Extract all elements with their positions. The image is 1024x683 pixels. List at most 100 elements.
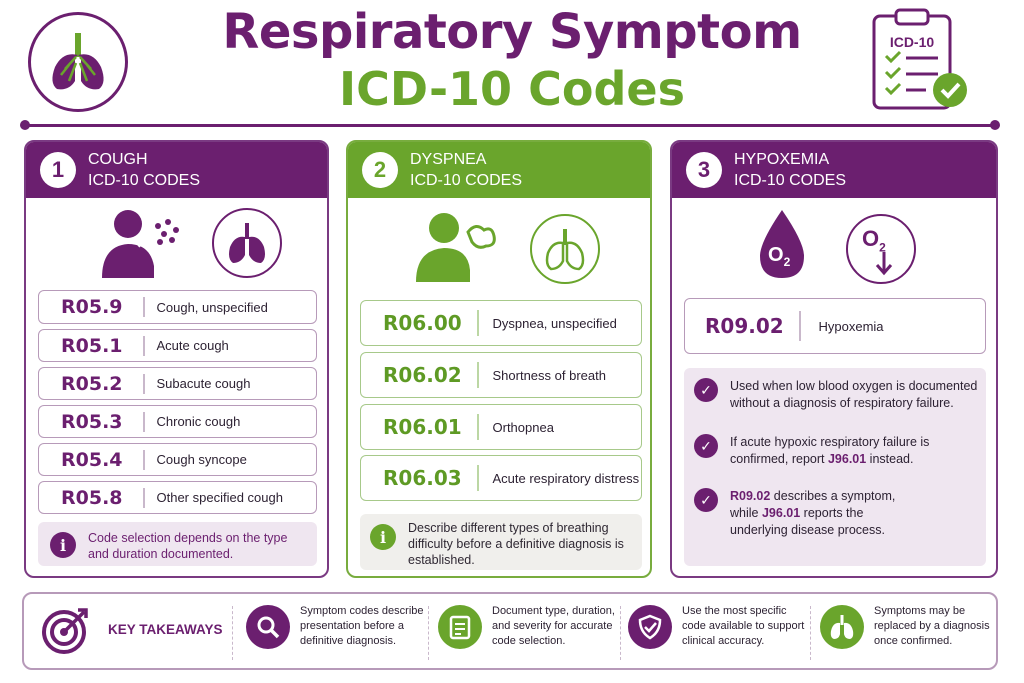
o2-label: O [768,244,784,266]
code-description: Shortness of breath [492,367,606,383]
icd-code: R05.3 [61,410,123,433]
guidance-text: reports the underlying disease process. [730,506,885,537]
panel-title: COUGH [88,151,148,168]
code-description: Cough syncope [156,452,247,467]
page-title: Respiratory Symptom [222,4,802,60]
icd-code: R06.01 [383,415,462,439]
code-reference: J96.01 [827,452,867,466]
clipboard-label: ICD-10 [889,34,935,50]
oxygen-down-icon: O2 [846,214,916,284]
icd-code: R05.2 [61,372,123,395]
guidance-item: ✓ If acute hypoxic respiratory failure i… [694,434,978,468]
header-divider [20,120,1000,130]
takeaway-item: Symptoms may be replaced by a diagnosis … [820,604,990,649]
panel-number-badge: 2 [362,152,398,188]
panel-title: HYPOXEMIA [734,151,830,168]
o2-sub: 2 [783,255,791,269]
icd-code: R05.8 [61,486,123,509]
panel-subtitle: ICD-10 CODES [88,172,201,189]
panel-number-badge: 1 [40,152,76,188]
key-takeaways-bar: KEY TAKEAWAYS Symptom codes describe pre… [22,592,998,670]
code-row-r05-1: R05.1 Acute cough [38,329,317,362]
takeaway-text: Symptom codes describe presentation befo… [300,605,424,647]
code-row-r05-8: R05.8 Other specified cough [38,481,317,514]
lungs-icon [820,604,864,649]
code-row-r05-2: R05.2 Subacute cough [38,367,317,400]
key-takeaways-label: KEY TAKEAWAYS [108,622,223,637]
icd-code: R05.9 [61,296,123,318]
takeaway-item: Document type, duration, and severity fo… [438,604,618,649]
panel-subtitle: ICD-10 CODES [734,172,847,189]
hypoxemia-panel: 3 HYPOXEMIA ICD-10 CODES O2 O2 R09.02 Hy… [670,140,998,578]
note-text: Code selection depends on the type and d… [88,531,288,561]
code-row-r06-01: R06.01 Orthopnea [360,404,642,450]
code-description: Acute cough [156,338,229,353]
guidance-text: describes a symptom, while [730,489,896,520]
takeaway-text: Use the most specific code available to … [682,605,805,647]
icd-code: R06.03 [383,466,462,490]
code-description: Orthopnea [492,419,554,435]
cough-panel: 1 COUGH ICD-10 CODES R05.9 Cough, unspec… [24,140,329,578]
hypoxemia-panel-header: 3 HYPOXEMIA ICD-10 CODES [672,142,996,198]
person-breathing-icon [412,208,496,287]
cough-panel-header: 1 COUGH ICD-10 CODES [26,142,327,198]
icd-code: R05.4 [61,448,123,471]
check-icon: ✓ [694,378,718,402]
check-icon: ✓ [694,434,718,458]
code-row-r05-3: R05.3 Chronic cough [38,405,317,438]
panel-subtitle: ICD-10 CODES [410,172,523,189]
guidance-text: If acute hypoxic respiratory failure is … [730,435,930,466]
code-row-r06-02: R06.02 Shortness of breath [360,352,642,398]
code-description: Acute respiratory distress [492,470,640,486]
shield-check-icon [628,604,672,649]
code-reference: R09.02 [730,489,771,503]
lungs-icon [212,208,282,278]
dyspnea-note: i Describe different types of breathing … [360,514,642,570]
icd-code: R06.02 [383,363,462,387]
takeaway-item: Symptom codes describe presentation befo… [246,604,426,649]
lungs-icon [530,214,600,284]
lungs-logo-icon [28,12,128,112]
code-row-r05-4: R05.4 Cough syncope [38,443,317,476]
dyspnea-panel-header: 2 DYSPNEA ICD-10 CODES [348,142,650,198]
panel-title: DYSPNEA [410,151,487,168]
checklist-icon [438,604,482,649]
note-text: Describe different types of breathing di… [408,521,624,567]
panel-number-badge: 3 [686,152,722,188]
clipboard-icon: ICD-10 [866,6,976,114]
check-icon: ✓ [694,488,718,512]
info-icon: i [50,532,76,558]
code-description: Hypoxemia [818,318,884,334]
hypoxemia-guidance: ✓ Used when low blood oxygen is document… [684,368,986,566]
target-icon [40,604,92,661]
magnifier-icon [246,604,290,649]
icd-code: R06.00 [383,311,462,335]
cough-note: i Code selection depends on the type and… [38,522,317,566]
code-description: Other specified cough [156,490,283,505]
guidance-text: Used when low blood oxygen is documented… [730,379,978,410]
code-description: Dyspnea, unspecified [492,315,617,331]
guidance-item: ✓ Used when low blood oxygen is document… [694,378,978,412]
code-row-r06-00: R06.00 Dyspnea, unspecified [360,300,642,346]
o2-label: O [862,226,880,251]
icd-code: R09.02 [705,314,784,338]
code-reference: J96.01 [761,506,801,520]
code-description: Cough, unspecified [156,299,268,315]
code-row-r09-02: R09.02 Hypoxemia [684,298,986,354]
guidance-item: ✓ R09.02 describes a symptom, while J96.… [694,488,914,539]
takeaway-text: Symptoms may be replaced by a diagnosis … [874,605,990,647]
dyspnea-panel: 2 DYSPNEA ICD-10 CODES R06.00 Dyspnea, u… [346,140,652,578]
o2-sub: 2 [879,240,886,255]
takeaway-item: Use the most specific code available to … [628,604,810,649]
info-icon: i [370,524,396,550]
takeaway-text: Document type, duration, and severity fo… [492,605,615,647]
page-subtitle: ICD-10 Codes [339,62,685,116]
code-row-r06-03: R06.03 Acute respiratory distress [360,455,642,501]
code-row-r05-9: R05.9 Cough, unspecified [38,290,317,324]
code-description: Subacute cough [156,376,251,391]
person-coughing-icon [98,206,182,283]
icd-code: R05.1 [61,334,123,357]
oxygen-drop-icon: O2 [754,208,810,282]
code-description: Chronic cough [156,414,241,429]
guidance-text: instead. [866,452,914,466]
